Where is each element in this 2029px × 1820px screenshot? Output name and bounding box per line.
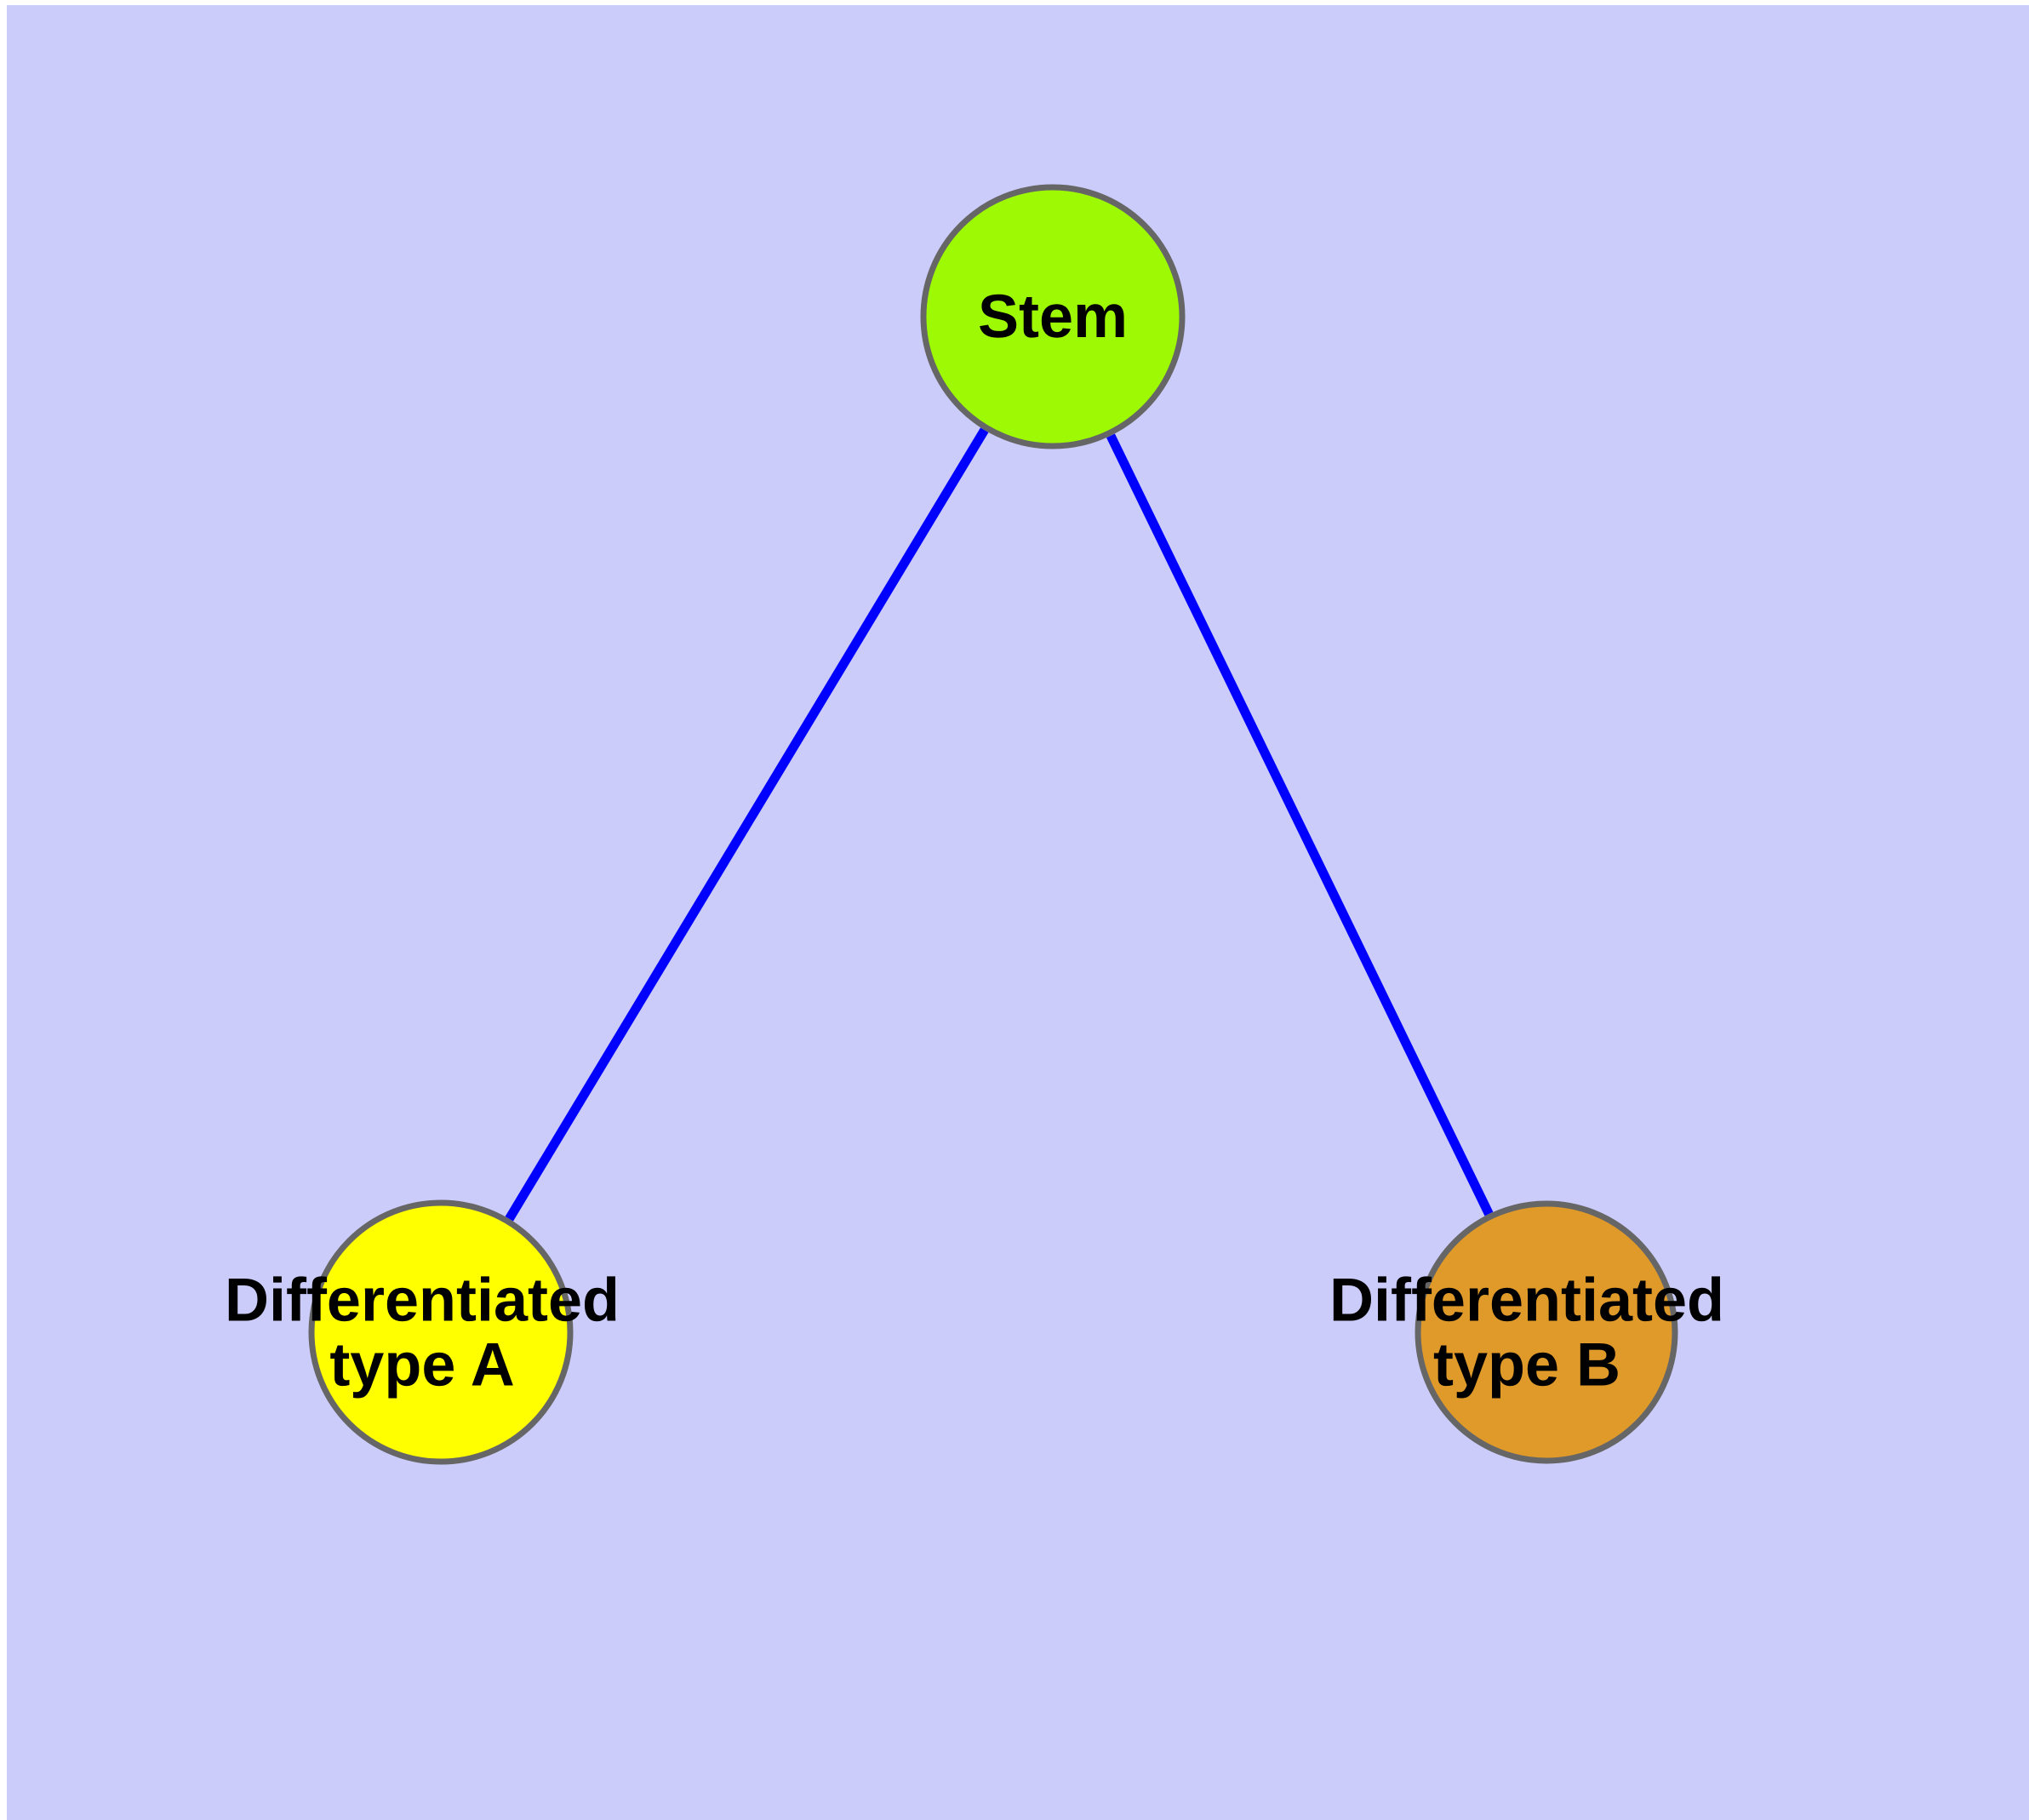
graph-edge bbox=[505, 427, 989, 1222]
edges-layer bbox=[505, 427, 1494, 1222]
graph-edge bbox=[1106, 433, 1494, 1216]
nodes-layer bbox=[308, 184, 1678, 1465]
graph-node-diff_a[interactable] bbox=[308, 1199, 574, 1465]
graph-node-stem[interactable] bbox=[920, 184, 1186, 449]
graph-node-diff_b[interactable] bbox=[1415, 1200, 1678, 1464]
